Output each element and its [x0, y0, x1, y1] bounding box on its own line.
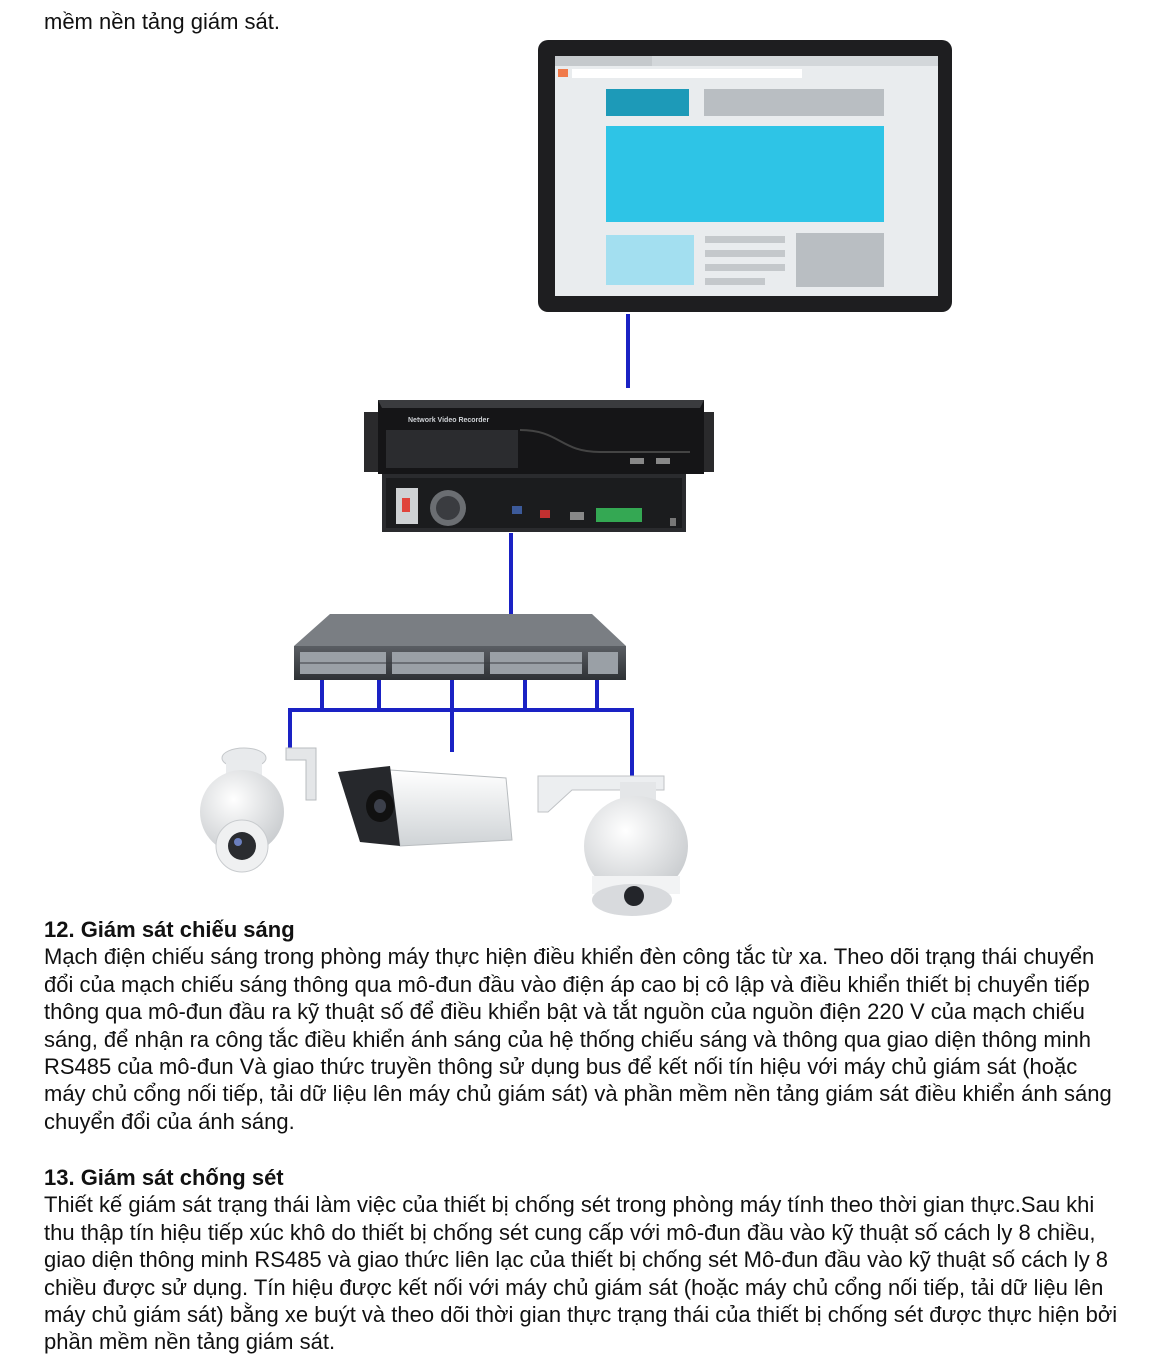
- section-lightning-protection-monitoring: 13. Giám sát chống sét Thiết kế giám sát…: [44, 1164, 1124, 1356]
- network-diagram: Network Video Recorder: [200, 40, 952, 916]
- bullet-camera-icon: [338, 766, 513, 847]
- dome-camera-icon: [537, 775, 688, 916]
- section-heading: 12. Giám sát chiếu sáng: [44, 917, 295, 942]
- section-lighting-monitoring: 12. Giám sát chiếu sáng Mạch điện chiếu …: [44, 916, 1124, 1135]
- nvr-label: Network Video Recorder: [408, 417, 489, 424]
- section-heading: 13. Giám sát chống sét: [44, 1165, 284, 1190]
- section-body: Thiết kế giám sát trạng thái làm việc củ…: [44, 1192, 1118, 1355]
- monitor-icon: [538, 40, 952, 312]
- section-body: Mạch điện chiếu sáng trong phòng máy thự…: [44, 944, 1112, 1134]
- intro-line: mềm nền tảng giám sát.: [44, 9, 281, 34]
- ptz-camera-icon: [200, 747, 317, 873]
- network-links: [288, 314, 634, 776]
- nvr-icon: Network Video Recorder: [364, 400, 714, 532]
- switch-icon: [294, 614, 626, 680]
